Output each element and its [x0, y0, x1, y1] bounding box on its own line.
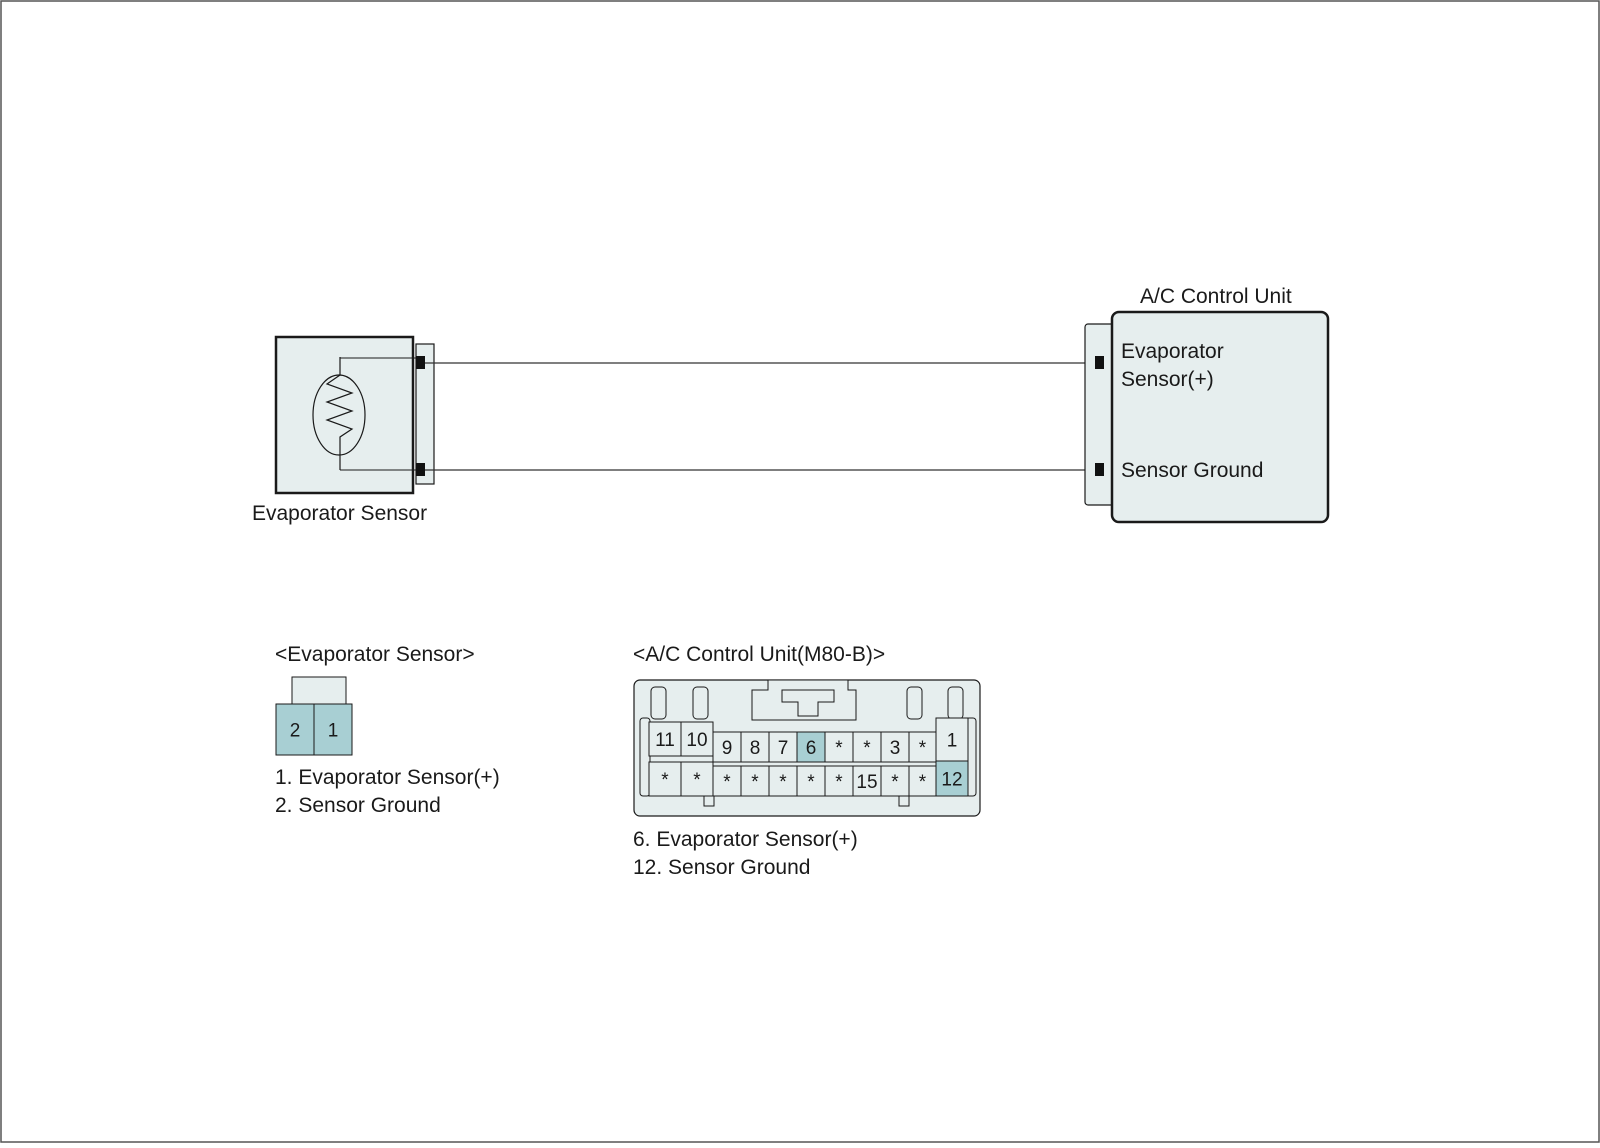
ecu-pin-top-label: *: [835, 738, 843, 759]
ecu-pin-top-cell: [712, 731, 742, 763]
sensor-connector-body: [415, 343, 435, 485]
ecu-legend-line-2: 12. Sensor Ground: [633, 856, 810, 879]
ecu-pin-bottom-label: *: [751, 772, 759, 793]
sensor-pin-label: 1: [328, 721, 339, 742]
ecu-pin-top-label: 7: [778, 738, 789, 759]
ecu-pin-bottom-label: *: [693, 770, 701, 791]
ecu-connector-rib: [692, 686, 709, 720]
ecu-connector-title: <A/C Control Unit(M80-B)>: [633, 643, 885, 666]
ecu-pin-top-cell: [740, 731, 770, 763]
ecu-pin-bottom-cell: [908, 765, 937, 797]
ecu-connector-rib: [947, 686, 964, 720]
ecu-connector-side-guide: [639, 717, 651, 797]
ecu-pin-top-label: 11: [655, 730, 675, 751]
ecu-pin-top-cell: [796, 731, 826, 763]
sensor-terminal-2: [416, 463, 425, 476]
ecu-connector-tab: [898, 795, 910, 807]
ecu-pin-sensor-plus-line2: Sensor(+): [1121, 368, 1214, 391]
ecu-pin-top-label: 6: [806, 738, 817, 759]
resistor-zigzag-icon: [325, 357, 354, 470]
ecu-pin-bottom-cell: [880, 765, 910, 797]
ecu-connector-tab: [703, 795, 715, 807]
ecu-pin-top-label: 9: [722, 738, 733, 759]
evaporator-sensor-component: Evaporator Sensor: [252, 335, 435, 525]
ecu-pin-top-label: 10: [686, 730, 707, 751]
ecu-pin-bottom-cell: [712, 765, 742, 797]
ecu-legend-line-1: 6. Evaporator Sensor(+): [633, 828, 858, 851]
ecu-pin-bottom-label: *: [891, 772, 899, 793]
ecu-pin-ground: Sensor Ground: [1121, 459, 1263, 482]
ecu-pin-top-label: 3: [890, 738, 901, 759]
ecu-pin-bottom-label: 15: [856, 772, 877, 793]
ecu-connector-rib: [906, 686, 923, 720]
sensor-connector-latch: [291, 676, 347, 705]
ecu-connector-rib: [650, 686, 667, 720]
ecu-pin-bottom-cell: [824, 765, 854, 797]
ecu-pin-bottom-label: *: [661, 770, 669, 791]
ecu-title: A/C Control Unit: [1140, 285, 1292, 308]
ecu-pin-top-cell: [880, 731, 910, 763]
sensor-label: Evaporator Sensor: [252, 502, 427, 525]
ac-control-unit-component: A/C Control Unit Evaporator Sensor(+) Se…: [1084, 285, 1330, 524]
ecu-pin-bottom-label: 12: [941, 770, 962, 791]
ecu-pin-top-label: *: [919, 738, 927, 759]
ecu-pin-bottom-cell: [768, 765, 798, 797]
ecu-pin-top-cell: [908, 731, 937, 763]
ecu-pin-bottom-cell: [648, 761, 682, 797]
ecu-pin-bottom-cell: [796, 765, 826, 797]
ecu-connector-key-inner: [781, 689, 835, 717]
ecu-pin-top-cell: [648, 721, 682, 757]
ecu-housing: [1110, 310, 1330, 524]
ecu-pin-top-cell: [824, 731, 854, 763]
ecu-terminal-6: [1095, 356, 1104, 369]
sensor-legend-line-1: 1. Evaporator Sensor(+): [275, 766, 500, 789]
ecu-pin-bottom-label: *: [779, 772, 787, 793]
ecu-pin-bottom-label: *: [919, 772, 927, 793]
ecu-terminal-12: [1095, 463, 1104, 476]
ecu-pin-bottom-label: *: [807, 772, 815, 793]
ecu-pin-bottom-label: *: [723, 772, 731, 793]
ecu-pin-top-cell: [935, 717, 969, 762]
sensor-terminal-1: [416, 356, 425, 369]
ecu-connector-body: [1084, 323, 1116, 506]
ecu-pin-bottom-label: *: [835, 772, 843, 793]
sensor-pin-label: 2: [290, 721, 301, 742]
ecu-pin-bottom-cell: [680, 761, 714, 797]
ecu-pin-bottom-cell: [740, 765, 770, 797]
ecu-pin-bottom-cell: [935, 760, 969, 797]
ecu-pin-top-label: 8: [750, 738, 761, 759]
sensor-legend-line-2: 2. Sensor Ground: [275, 794, 441, 817]
ecu-pin-top-label: *: [863, 738, 871, 759]
ecu-pin-top-cell: [680, 721, 714, 757]
ecu-pin-sensor-plus-line1: Evaporator: [1121, 340, 1224, 363]
ecu-pin-top-label: 1: [947, 731, 958, 752]
sensor-housing: [274, 335, 415, 495]
sensor-connector-title: <Evaporator Sensor>: [275, 643, 475, 666]
sensor-pin-cell: [313, 703, 353, 756]
